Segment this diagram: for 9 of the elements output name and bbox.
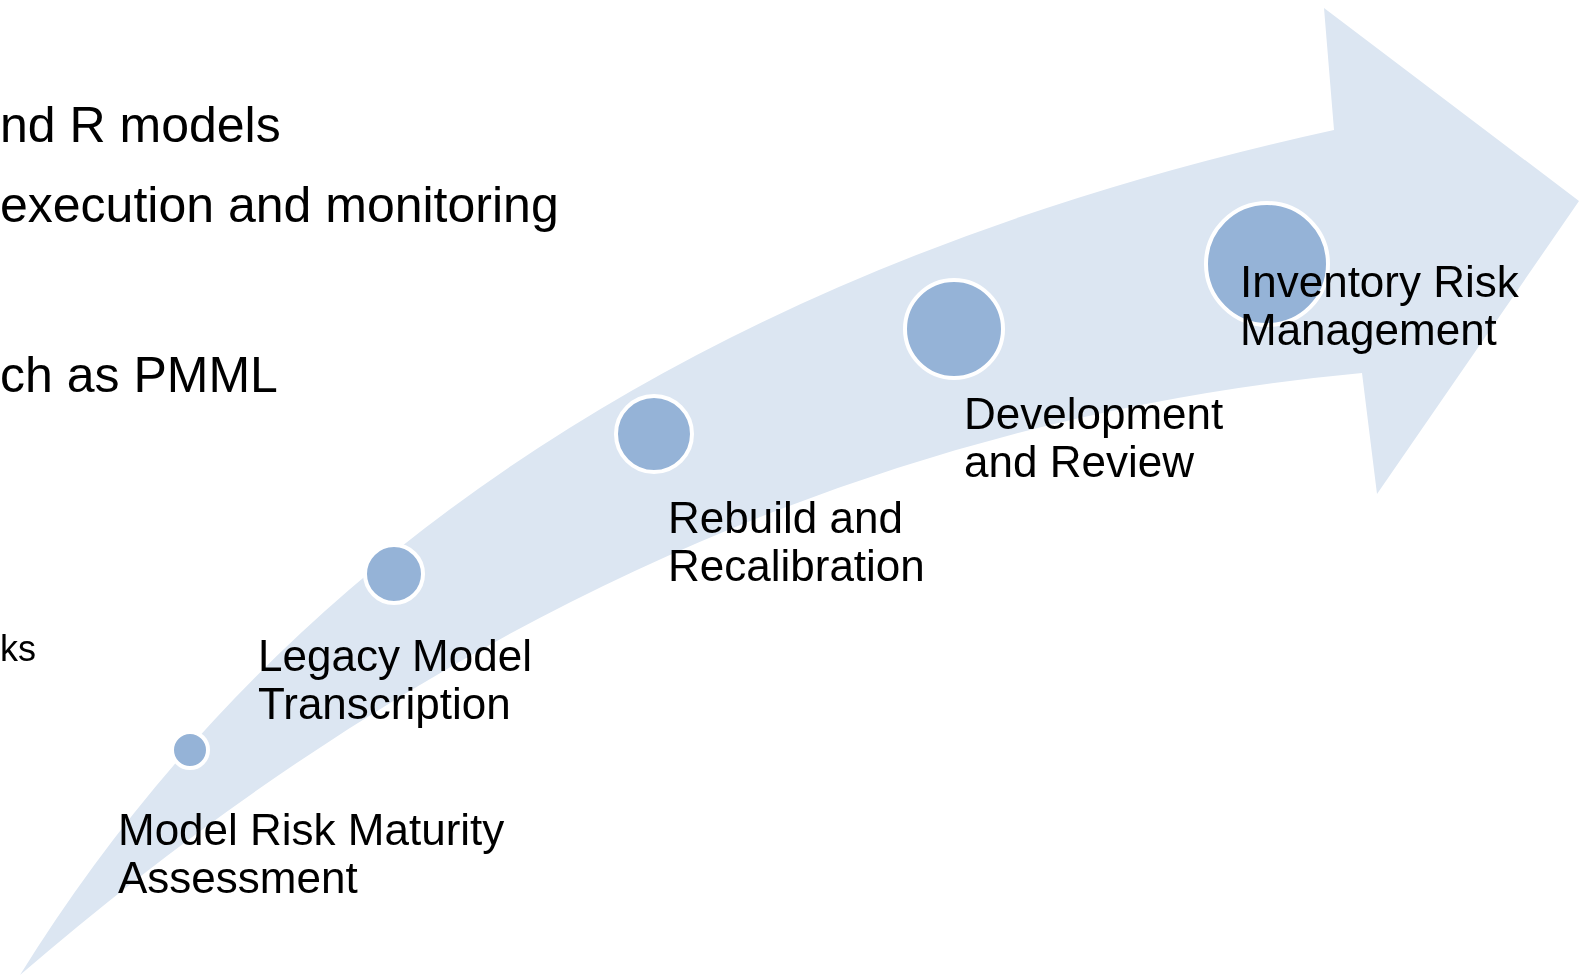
cropped-text: execution and monitoring bbox=[0, 176, 559, 234]
cropped-text: nd R models bbox=[0, 96, 281, 154]
milestone-label: Model Risk Maturity Assessment bbox=[118, 806, 506, 903]
milestone-label: Legacy Model Transcription bbox=[258, 632, 533, 729]
milestone-label: Rebuild and Recalibration bbox=[668, 494, 926, 591]
cropped-text: ch as PMML bbox=[0, 346, 278, 404]
cropped-text: ks bbox=[0, 628, 36, 670]
milestone-label: Development and Review bbox=[964, 390, 1225, 487]
milestone-label: Inventory Risk Management bbox=[1240, 258, 1520, 355]
